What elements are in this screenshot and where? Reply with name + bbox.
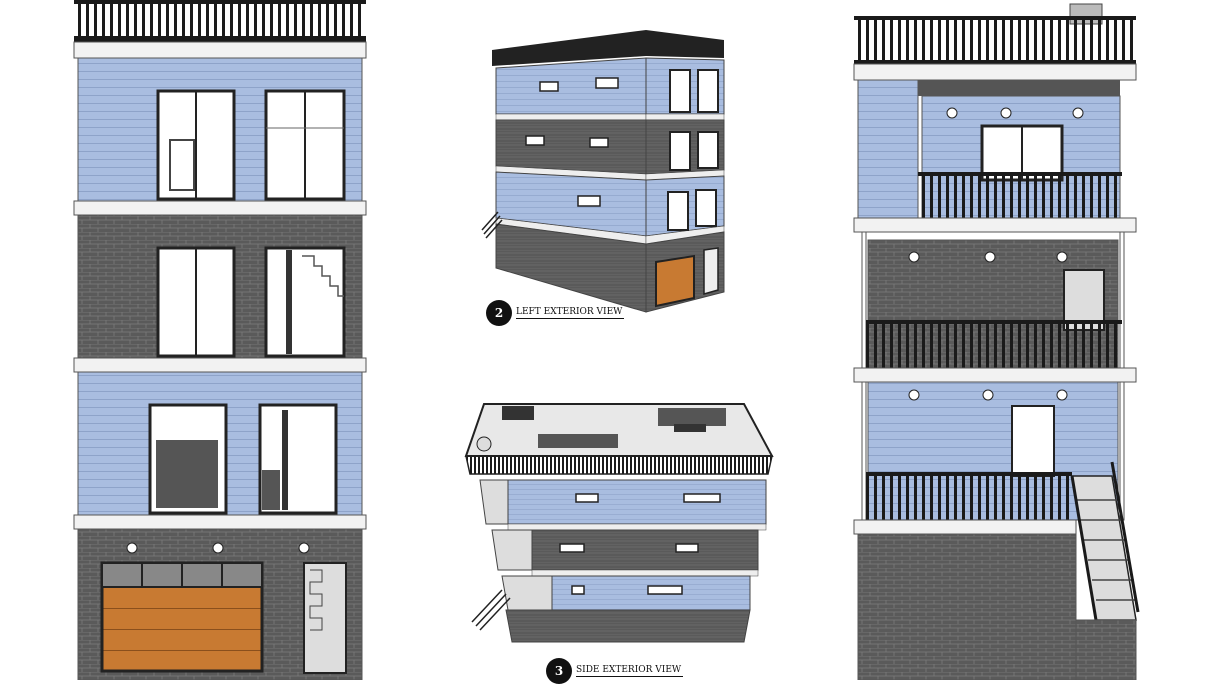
view-label: LEFT EXTERIOR VIEW	[516, 307, 625, 319]
soffit	[918, 80, 1120, 96]
rear-elevation	[850, 0, 1142, 680]
side-exterior-caption: 3 SIDE EXTERIOR VIEW	[546, 658, 684, 684]
front-elevation	[70, 0, 370, 680]
brick-base	[505, 609, 751, 643]
window	[577, 195, 601, 207]
light-fixture	[1056, 251, 1068, 263]
window	[697, 69, 719, 113]
lounge-furniture	[658, 408, 726, 426]
exterior-stair	[1070, 461, 1140, 621]
floor-slab	[531, 569, 759, 577]
siding-band	[507, 479, 767, 525]
balcony-railing	[866, 320, 1122, 368]
left-exterior-view	[478, 28, 730, 318]
left-exterior-caption: 2 LEFT EXTERIOR VIEW	[486, 300, 625, 326]
window	[539, 81, 559, 92]
window	[156, 89, 236, 201]
window-stair	[258, 403, 338, 515]
side-exterior-drawing	[464, 403, 774, 643]
rear-door	[1011, 405, 1055, 477]
post	[861, 231, 867, 369]
window	[264, 89, 346, 201]
post	[861, 381, 867, 521]
window	[647, 585, 683, 595]
floor-slab	[645, 113, 725, 121]
grill	[476, 436, 492, 452]
coffee-table	[674, 424, 706, 432]
light-fixture	[1056, 389, 1068, 401]
balcony	[491, 529, 533, 571]
floor-slab	[853, 367, 1137, 383]
window	[697, 131, 719, 169]
floor-slab	[73, 357, 367, 373]
view-label: SIDE EXTERIOR VIEW	[576, 665, 684, 677]
brick-band	[495, 119, 647, 175]
front-elevation-drawing	[73, 0, 367, 680]
dining-table	[538, 434, 618, 448]
light-fixture	[984, 251, 996, 263]
light-fixture	[1072, 107, 1084, 119]
window	[669, 131, 691, 171]
window	[589, 137, 609, 148]
garage-door	[655, 254, 695, 308]
window	[669, 69, 691, 113]
side-exterior-view	[462, 400, 778, 646]
window	[695, 189, 717, 227]
light-fixture	[908, 251, 920, 263]
roof-slab	[73, 41, 367, 59]
garage-door	[100, 561, 264, 673]
window-stair	[264, 246, 346, 358]
roof-railing	[465, 455, 773, 475]
light-fixture	[126, 542, 138, 554]
rear-elevation-drawing	[853, 3, 1140, 680]
floor-slab	[853, 217, 1137, 233]
view-number-badge: 3	[546, 658, 572, 684]
light-fixture	[982, 389, 994, 401]
light-fixture	[298, 542, 310, 554]
window	[675, 543, 699, 553]
siding-column	[857, 79, 919, 219]
light-fixture	[908, 389, 920, 401]
siding-band	[495, 57, 647, 115]
entry-door	[303, 562, 347, 674]
window	[667, 191, 689, 231]
roof-railing	[854, 16, 1136, 64]
balcony	[479, 479, 509, 525]
left-exterior-drawing	[481, 30, 725, 313]
roof-railing	[74, 0, 366, 42]
balcony-railing	[918, 172, 1122, 218]
view-number-badge: 2	[486, 300, 512, 326]
roof	[492, 30, 724, 66]
roof-slab	[853, 63, 1137, 81]
light-fixture	[212, 542, 224, 554]
brick-ground-floor	[1075, 619, 1137, 680]
floor-slab	[73, 200, 367, 216]
brick-ground-floor	[857, 533, 1077, 680]
floor-slab	[73, 514, 367, 530]
window	[525, 135, 545, 146]
window	[148, 403, 228, 515]
entry-door	[703, 247, 719, 295]
light-fixture	[1000, 107, 1012, 119]
post	[1119, 381, 1125, 521]
floor-slab	[507, 523, 767, 531]
window	[559, 543, 585, 553]
floor-slab	[495, 113, 647, 121]
window	[575, 493, 599, 503]
window	[595, 77, 619, 89]
exterior-stair	[471, 589, 511, 631]
floor-slab	[853, 519, 1077, 535]
light-fixture	[946, 107, 958, 119]
window	[156, 246, 236, 358]
pergola	[502, 406, 534, 420]
exterior-stair	[481, 211, 503, 239]
window	[683, 493, 721, 503]
balcony-railing	[866, 472, 1072, 520]
window	[571, 585, 585, 595]
balcony	[501, 575, 553, 611]
